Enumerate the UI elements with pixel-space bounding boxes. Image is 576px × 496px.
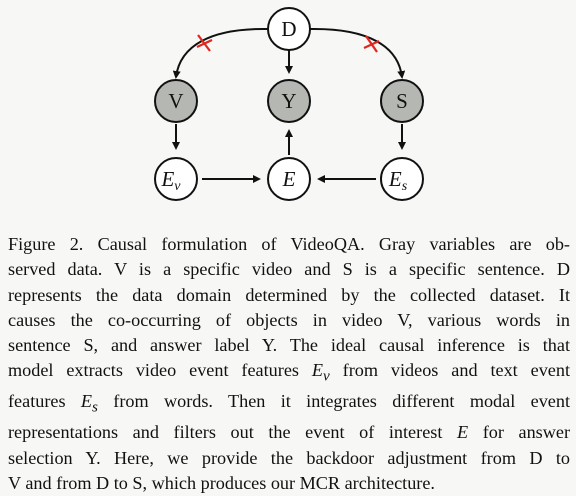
node-d: D — [267, 7, 311, 51]
node-ev: Ev — [154, 157, 198, 201]
caption-line-9: selection Y. Here, we provide the backdo… — [8, 447, 570, 468]
node-es-sub: s — [402, 179, 408, 194]
node-es: Es — [380, 157, 424, 201]
caption-line-1: Figure 2. Causal formulation of VideoQA.… — [8, 234, 570, 254]
node-v-label: V — [168, 89, 183, 113]
caption-line-4: causes the co-occurring of objects in vi… — [8, 309, 570, 330]
caption-line-8: representations and filters out the even… — [8, 422, 571, 443]
caption-line-7: features Es from words. Then it integrat… — [8, 391, 571, 417]
caption-line-3: represents the data domain determined by… — [8, 284, 570, 305]
math-e: E — [457, 422, 469, 443]
math-es: Es — [80, 391, 98, 417]
node-y: Y — [267, 79, 311, 123]
svg-text:Ev: Ev — [160, 167, 181, 194]
node-e: E — [267, 157, 311, 201]
node-e-label: E — [282, 167, 296, 191]
edge-d-to-s — [309, 27, 406, 79]
node-es-main: E — [388, 167, 402, 191]
caption-line-10: V and from D to S, which produces our MC… — [8, 472, 435, 493]
node-ev-sub: v — [174, 179, 181, 194]
node-v: V — [154, 79, 198, 123]
caption-label: Figure 2. — [8, 234, 84, 254]
node-d-label: D — [281, 17, 296, 41]
math-ev: Ev — [311, 360, 330, 386]
svg-text:Es: Es — [388, 167, 408, 194]
causal-graph-figure: D V Y S Ev E Es — [154, 7, 424, 201]
node-s-label: S — [396, 89, 408, 113]
edge-d-to-v — [172, 27, 269, 79]
figure-caption: Figure 2. Causal formulation of VideoQA.… — [8, 232, 570, 496]
caption-line-6: model extracts video event features Ev f… — [8, 360, 571, 386]
node-ev-main: E — [160, 167, 174, 191]
caption-line-2: served data. V is a specific video and S… — [8, 259, 570, 280]
node-y-label: Y — [281, 89, 296, 113]
cut-mark-d-s — [363, 35, 380, 53]
cut-mark-d-v — [196, 34, 213, 52]
node-s: S — [380, 79, 424, 123]
caption-line-5: sentence S, and answer label Y. The idea… — [8, 335, 570, 356]
